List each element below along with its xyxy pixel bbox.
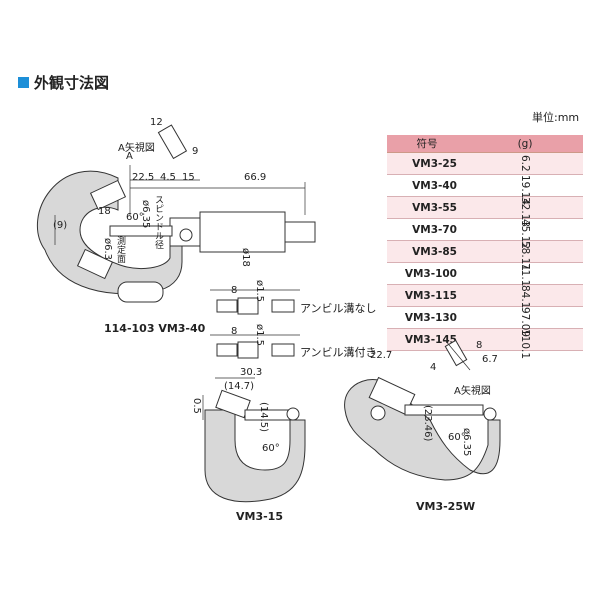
table-header-model: 符号 [387, 135, 467, 153]
table-header-row: 符号 (g) [387, 135, 583, 153]
anvil-a-tip [216, 299, 238, 313]
dim-23-46: (23.46) [422, 405, 433, 442]
table-cell-mass: 45.12 [467, 218, 583, 249]
anvil-lower [76, 248, 114, 280]
dim-8-a: 8 [231, 285, 238, 296]
table-cell-mass: 97.09 [467, 306, 583, 337]
dim-18-dia: ø18 [240, 248, 251, 267]
dim-30-3: 30.3 [240, 367, 263, 378]
table-cell-model: VM3-100 [387, 262, 467, 285]
dim-15: 15 [182, 172, 195, 183]
main-thimble [199, 211, 286, 253]
vm3-15-block [215, 389, 251, 419]
caption-vm3-25w: VM3-25W [416, 500, 476, 513]
unit-label: 単位:mm [532, 111, 580, 124]
table-cell-model: VM3-130 [387, 306, 467, 329]
dim-0-5: 0.5 [191, 398, 202, 414]
dim-60: 60° [126, 212, 144, 223]
caption-anvil-groove: アンビル溝付き [300, 346, 377, 359]
dim-6-7: 6.7 [482, 354, 498, 365]
dim-22-7: 22.7 [370, 350, 393, 361]
main-ratchet [284, 221, 316, 243]
main-spindle [109, 225, 173, 237]
vm3-25w-lock-icon [483, 407, 497, 421]
dim-a: A [126, 151, 133, 162]
table-cell-model: VM3-55 [387, 196, 467, 219]
dim-measure-face: 測定面 [115, 236, 125, 263]
dim-6-35-b: ø6.35 [461, 428, 472, 457]
dim-18: 18 [98, 206, 111, 217]
dim-60-b: 60° [262, 443, 280, 454]
table-cell-mass: 19.14 [467, 174, 583, 205]
dim-1-5-b: ø1.5 [254, 324, 265, 347]
dim-22-5: 22.5 [132, 172, 155, 183]
anvil-upper [89, 179, 127, 211]
main-lock-icon [179, 228, 193, 242]
dim-4-b: 4 [430, 362, 437, 373]
table-cell-model: VM3-70 [387, 218, 467, 241]
vm3-25w-block [368, 376, 416, 416]
dim-8-b: 8 [231, 326, 238, 337]
dim-6-3: ø6.3 [102, 238, 113, 261]
table-cell-model: VM3-85 [387, 240, 467, 263]
table-cell-model: VM3-115 [387, 284, 467, 307]
anvil-b-rod [271, 343, 295, 357]
dim-9-paren: (9) [53, 220, 68, 231]
dim-a-view-2: A矢視図 [454, 386, 491, 397]
dim-8-c: 8 [476, 340, 483, 351]
caption-main-model: 114-103 VM3-40 [104, 322, 206, 335]
vm3-25w-hole [370, 405, 386, 421]
section-title-text: 外観寸法図 [34, 74, 110, 92]
vm3-15-lock-icon [286, 407, 300, 421]
caption-anvil-no-groove: アンビル溝なし [300, 302, 377, 315]
caption-vm3-15: VM3-15 [236, 510, 283, 523]
dim-60-c: 60° [448, 432, 466, 443]
table-cell-mass: 84.1 [467, 284, 583, 308]
main-frame [36, 170, 183, 295]
vm3-15-frame [204, 409, 306, 503]
anvil-a-rod [271, 299, 295, 313]
table-cell-model: VM3-25 [387, 152, 467, 175]
dim-6-35: ø6.35 [140, 200, 151, 229]
table-cell-mass: 71.1 [467, 262, 583, 286]
dim-9: 9 [192, 146, 199, 157]
a-view-block [157, 124, 188, 160]
anvil-b-tip [216, 343, 238, 357]
table-cell-mass: 58.11 [467, 240, 583, 271]
table-header-mass: (g) [467, 135, 583, 153]
dim-4-5: 4.5 [160, 172, 176, 183]
dim-1-5-a: ø1.5 [254, 280, 265, 303]
dim-a-view: A矢視図 [118, 143, 155, 154]
table-cell-mass: 6.2 [467, 152, 583, 175]
title-marker-icon [18, 77, 29, 88]
anvil-a-body [237, 297, 259, 315]
table-cell-mass: 110.1 [467, 328, 583, 359]
dim-14-7: (14.7) [224, 381, 255, 392]
main-frame-slot [117, 281, 164, 303]
table-cell-model: VM3-40 [387, 174, 467, 197]
dim-14-5: (14.5) [258, 402, 269, 433]
dim-spindle-label: スピンドル径 [153, 195, 163, 249]
anvil-b-body [237, 341, 259, 359]
dim-12: 12 [150, 117, 163, 128]
dim-66-9: 66.9 [244, 172, 267, 183]
section-title: 外観寸法図 [18, 72, 109, 93]
vm3-25w-spindle [404, 404, 484, 416]
